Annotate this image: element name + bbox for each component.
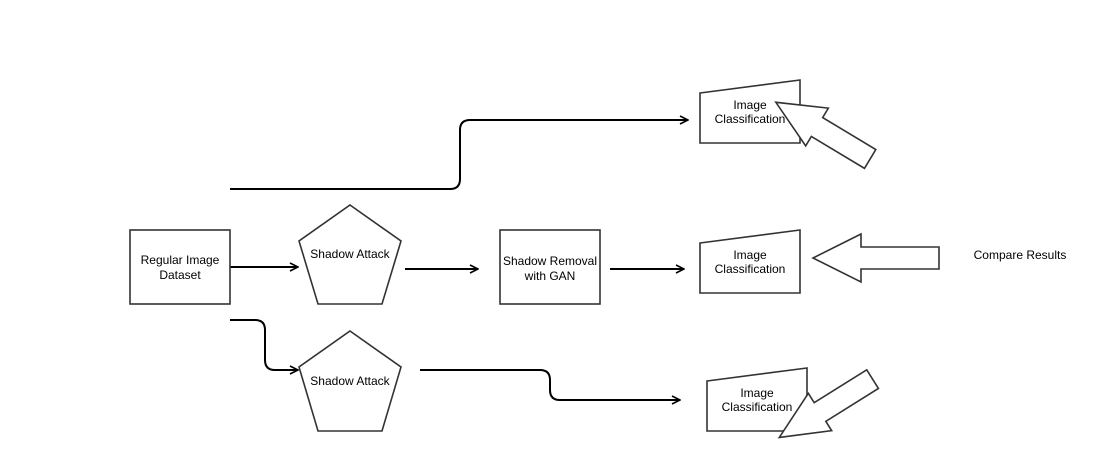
connector-bottom-attack-to-bottom-classification [420, 369, 680, 400]
shadow-attack-node-bottom: Shadow Attack [298, 330, 402, 432]
connector-dataset-to-top-classification [230, 120, 688, 190]
image-classification-node-bottom: Image Classification [706, 367, 808, 432]
shadow-attack-label-mid: Shadow Attack [310, 247, 390, 261]
classification-bottom-line1: Image [740, 386, 774, 400]
dataset-node: Regular Image Dataset [129, 229, 231, 305]
shadow-removal-label-line2: with GAN [524, 269, 576, 283]
image-classification-node-mid: Image Classification [699, 229, 801, 294]
shadow-attack-node-mid: Shadow Attack [298, 204, 402, 305]
classification-top-line2: Classification [715, 112, 786, 126]
dataset-label-line1: Regular Image [141, 253, 220, 267]
shadow-attack-label-bottom: Shadow Attack [310, 374, 390, 388]
classification-top-line1: Image [733, 98, 767, 112]
classification-bottom-line2: Classification [722, 400, 793, 414]
image-classification-node-top: Image Classification [699, 79, 801, 144]
compare-arrow-top [774, 101, 877, 170]
compare-arrow-mid [811, 232, 940, 284]
compare-arrow-bottom [777, 368, 880, 439]
shadow-removal-node: Shadow Removal with GAN [499, 229, 601, 305]
dataset-label-line2: Dataset [159, 268, 201, 282]
connector-dataset-to-bottom-attack [230, 319, 298, 370]
compare-results-label: Compare Results [974, 248, 1067, 262]
classification-mid-line2: Classification [715, 262, 786, 276]
classification-mid-line1: Image [733, 248, 767, 262]
shadow-removal-label-line1: Shadow Removal [503, 254, 597, 268]
